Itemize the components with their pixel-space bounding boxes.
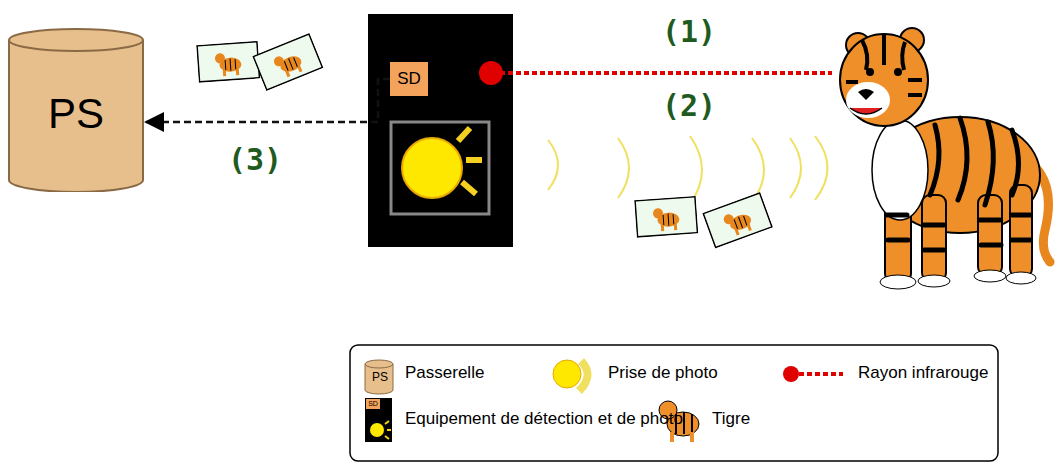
legend-icons xyxy=(365,358,843,442)
photos-taken xyxy=(635,193,772,247)
node-text: SD xyxy=(390,62,428,96)
legend-icon-text: SD xyxy=(366,399,380,409)
callout-number: (2) xyxy=(662,88,716,123)
flash-rays xyxy=(458,128,482,194)
tiger xyxy=(840,28,1050,289)
infrared-dot xyxy=(479,61,503,85)
flash xyxy=(402,138,462,198)
equipment-box xyxy=(368,14,513,247)
legend-text: Prise de photo xyxy=(608,363,718,383)
callout-number: (3) xyxy=(228,142,282,177)
legend-text: Tigre xyxy=(712,409,750,429)
legend-icon-text: PS xyxy=(366,363,394,391)
sd-card-box: SD xyxy=(390,62,428,96)
photos-sent xyxy=(197,34,322,90)
callout-number: (1) xyxy=(662,14,716,49)
infrared-ray xyxy=(500,71,832,75)
gateway-cylinder: PS xyxy=(8,28,144,192)
node-text: PS xyxy=(8,90,144,138)
legend-text: Equipement de détection et de photo xyxy=(405,409,683,429)
data-transfer-arrow xyxy=(146,79,390,122)
legend-text: Passerelle xyxy=(405,363,484,383)
legend-text: Rayon infrarouge xyxy=(858,363,988,383)
photo-waves xyxy=(548,136,828,204)
legend-box xyxy=(350,345,998,461)
flash-frame xyxy=(391,122,489,214)
